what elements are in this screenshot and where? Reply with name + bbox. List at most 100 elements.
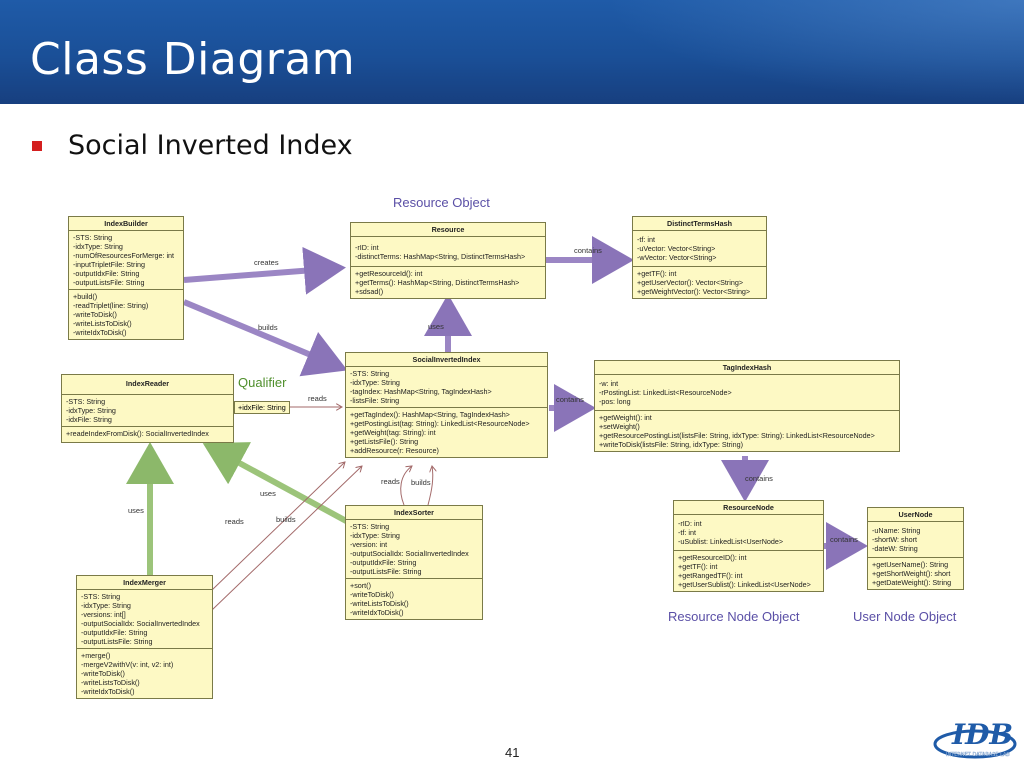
operation: +getTF(): int — [678, 562, 718, 571]
operation: +setWeight() — [599, 422, 640, 431]
link-reads-merger — [211, 462, 345, 591]
attribute: -distinctTerms: HashMap<String, Distinct… — [355, 252, 526, 261]
class-operations: +getTF(): int +getUserVector(): Vector<S… — [633, 267, 766, 298]
label-reads-sorter: reads — [381, 477, 400, 486]
label-contains-inverted: contains — [556, 395, 584, 404]
operation: +getRangedTF(): int — [678, 571, 743, 580]
operation: +getResourceID(): int — [678, 553, 747, 562]
attribute: -idxType: String — [350, 378, 400, 387]
attribute: -idxType: String — [350, 531, 400, 540]
svg-text:INTERNET DATABASE LAB: INTERNET DATABASE LAB — [946, 752, 1010, 758]
class-attributes: -rID: int -tf: int -uSublist: LinkedList… — [674, 515, 823, 551]
class-operations: +getUserName(): String +getShortWeight()… — [868, 558, 963, 589]
class-operations: +getResourceId(): int +getTerms(): HashM… — [351, 267, 545, 298]
attribute: -dateW: String — [872, 544, 918, 553]
attribute: -uSublist: LinkedList<UserNode> — [678, 537, 784, 546]
attribute: -idxType: String — [73, 242, 123, 251]
attribute: -version: int — [350, 540, 388, 549]
operation: -writeIdxToDisk() — [73, 328, 127, 337]
operation: +getListsFile(): String — [350, 437, 419, 446]
attribute: -outputListsFile: String — [350, 567, 422, 576]
operation: +build() — [73, 292, 98, 301]
operation: +getUserVector(): Vector<String> — [637, 278, 744, 287]
label-uses: uses — [428, 322, 444, 331]
class-indexmerger: IndexMerger -STS: String -idxType: Strin… — [76, 575, 213, 699]
class-name: ResourceNode — [674, 501, 823, 515]
class-attributes: -uName: String -shortW: short -dateW: St… — [868, 522, 963, 558]
operation: -writeToDisk() — [73, 310, 117, 319]
link-creates — [183, 246, 346, 295]
class-distincttermshash: DistinctTermsHash -tf: int -uVector: Vec… — [632, 216, 767, 299]
attribute: -uName: String — [872, 526, 921, 535]
operation: +addResource(r: Resource) — [350, 446, 439, 455]
attribute: -idxType: String — [66, 406, 116, 415]
attribute: -pos: long — [599, 397, 631, 406]
class-socialinvertedindex: SocialInvertedIndex -STS: String -idxTyp… — [345, 352, 548, 458]
operation: +getTagIndex(): HashMap<String, TagIndex… — [350, 410, 510, 419]
label-contains-tag: contains — [745, 474, 773, 483]
class-resource: Resource -rID: int -distinctTerms: HashM… — [350, 222, 546, 299]
operation: -writeListsToDisk() — [81, 678, 140, 687]
class-name: IndexBuilder — [69, 217, 183, 231]
label-builds-sorter: builds — [411, 478, 431, 487]
attribute: -outputListsFile: String — [73, 278, 145, 287]
operation: -writeToDisk() — [350, 590, 394, 599]
label-creates: creates — [254, 258, 279, 267]
class-name: IndexReader — [62, 375, 233, 395]
attribute: -versions: int[] — [81, 610, 126, 619]
operation: -writeIdxToDisk() — [81, 687, 135, 696]
attribute: -wVector: Vector<String> — [637, 253, 717, 262]
operation: +getWeightVector(): Vector<String> — [637, 287, 751, 296]
attribute: -outputSocialIdx: SocialInvertedIndex — [350, 549, 469, 558]
attribute: -shortW: short — [872, 535, 917, 544]
attribute: -idxType: String — [81, 601, 131, 610]
operation: +sdsad() — [355, 287, 384, 296]
attribute: -tf: int — [637, 235, 655, 244]
class-attributes: -STS: String -idxType: String -tagIndex:… — [346, 367, 547, 408]
attribute: -inputTripletFile: String — [73, 260, 146, 269]
operation: +getPostingList(tag: String): LinkedList… — [350, 419, 530, 428]
class-operations: +merge() -mergeV2withV(v: int, v2: int) … — [77, 649, 212, 698]
bullet-text: Social Inverted Index — [68, 130, 353, 161]
bullet-square-icon — [32, 140, 42, 151]
operation: +getTF(): int — [637, 269, 677, 278]
attribute: -numOfResourcesForMerge: int — [73, 251, 175, 260]
svg-text:IDB: IDB — [951, 718, 1013, 751]
operation: +getDateWeight(): String — [872, 578, 952, 587]
class-attributes: -w: int -rPostingList: LinkedList<Resour… — [595, 375, 899, 411]
bullet-item: Social Inverted Index — [32, 130, 353, 161]
operation: -readTriplet(line: String) — [73, 301, 149, 310]
attribute: -outputIdxFile: String — [73, 269, 140, 278]
attribute: -listsFile: String — [350, 396, 400, 405]
class-name: UserNode — [868, 508, 963, 522]
class-attributes: -rID: int -distinctTerms: HashMap<String… — [351, 237, 545, 267]
note-resource-node-object: Resource Node Object — [668, 609, 800, 624]
slide-title: Class Diagram — [30, 34, 356, 85]
page-number: 41 — [505, 745, 520, 760]
operation: +readeIndexFromDisk(): SocialInvertedInd… — [66, 429, 209, 438]
attribute: -STS: String — [66, 397, 106, 406]
operation: -writeToDisk() — [81, 669, 125, 678]
link-reads-sorter — [400, 466, 412, 506]
class-indexbuilder: IndexBuilder -STS: String -idxType: Stri… — [68, 216, 184, 340]
attribute: -rPostingList: LinkedList<ResourceNode> — [599, 388, 732, 397]
operation: +sort() — [350, 581, 371, 590]
attribute: -STS: String — [73, 233, 113, 242]
idb-logo-icon: IDB INTERNET DATABASE LAB — [933, 718, 1017, 759]
label-builds: builds — [258, 323, 278, 332]
operation: +getUserSublist(): LinkedList<UserNode> — [678, 580, 811, 589]
class-usernode: UserNode -uName: String -shortW: short -… — [867, 507, 964, 590]
class-operations: +build() -readTriplet(line: String) -wri… — [69, 290, 183, 339]
label-uses-reader: uses — [260, 489, 276, 498]
class-operations: +getResourceID(): int +getTF(): int +get… — [674, 551, 823, 591]
label-reads-merger: reads — [225, 517, 244, 526]
class-operations: +sort() -writeToDisk() -writeListsToDisk… — [346, 579, 482, 619]
attribute: -outputSocialIdx: SocialInvertedIndex — [81, 619, 200, 628]
note-user-node-object: User Node Object — [853, 609, 957, 624]
class-indexreader: IndexReader -STS: String -idxType: Strin… — [61, 374, 234, 443]
operation: -writeIdxToDisk() — [350, 608, 404, 617]
operation: -writeListsToDisk() — [350, 599, 409, 608]
operation: -mergeV2withV(v: int, v2: int) — [81, 660, 174, 669]
qualifier-box: +idxFile: String — [234, 401, 290, 414]
class-name: IndexSorter — [346, 506, 482, 520]
